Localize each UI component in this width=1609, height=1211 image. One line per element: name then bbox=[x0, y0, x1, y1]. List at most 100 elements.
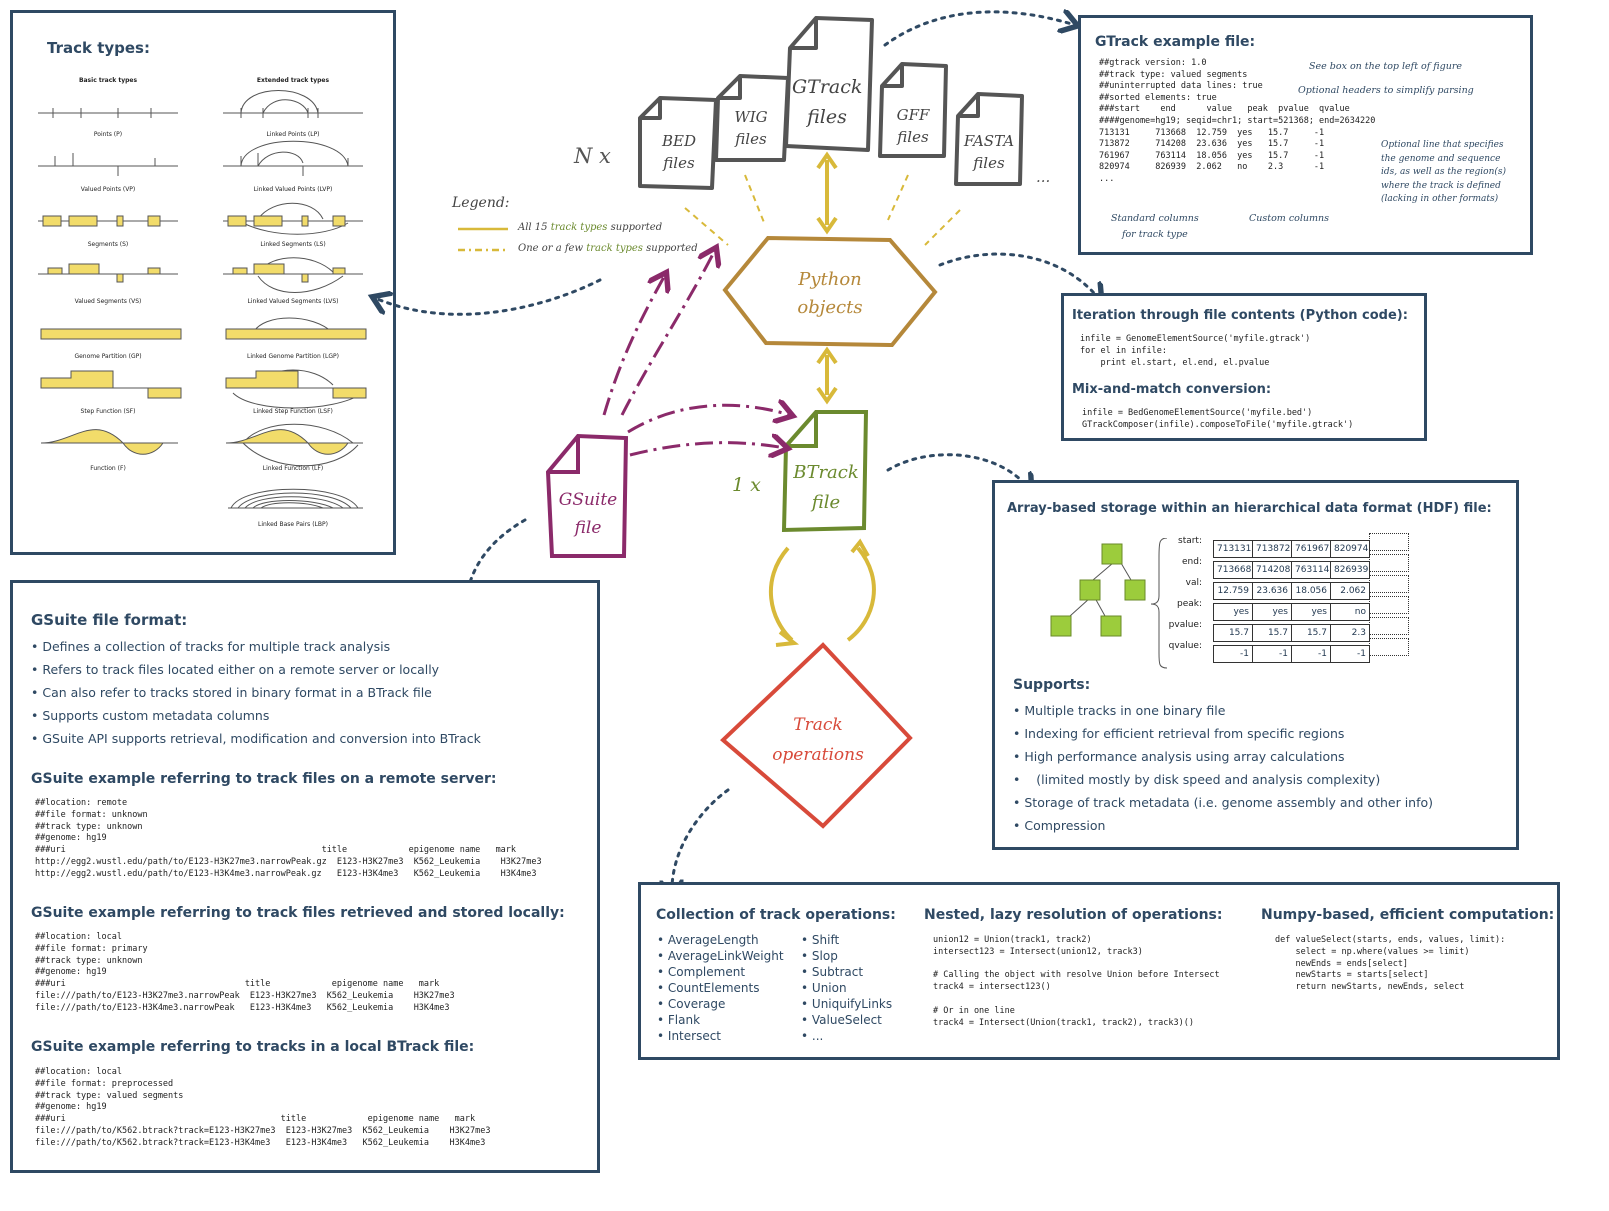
hdf-row: -1-1-1-1 bbox=[1213, 638, 1409, 663]
tree-node bbox=[1079, 579, 1101, 601]
ops-item: UniquifyLinks bbox=[801, 997, 892, 1013]
ops-item: Union bbox=[801, 981, 892, 997]
ops-label-1: Track bbox=[793, 715, 843, 735]
gtrack-example-code: ##gtrack version: 1.0 ##track type: valu… bbox=[1099, 58, 1376, 184]
extended-label: Linked Valued Points (LVP) bbox=[253, 186, 333, 193]
note-see-box: See box on the top left of figure bbox=[1309, 61, 1462, 72]
ops-item: Intersect bbox=[657, 1029, 784, 1045]
operations-panel: Collection of track operations: AverageL… bbox=[638, 882, 1560, 1060]
wig-label-2: files bbox=[735, 130, 767, 148]
one-times-label: 1 x bbox=[732, 474, 761, 496]
gsuite-bullet: Can also refer to tracks stored in binar… bbox=[31, 685, 481, 708]
gtrack-example-title: GTrack example file: bbox=[1095, 34, 1256, 50]
gsuite-bullets: Defines a collection of tracks for multi… bbox=[31, 639, 481, 754]
ops-item: ... bbox=[801, 1029, 892, 1045]
legend-solid: All 15 track types supported bbox=[518, 222, 662, 233]
extended-label: Linked Step Function (LSF) bbox=[253, 408, 333, 415]
gsuite-bullet: Supports custom metadata columns bbox=[31, 708, 481, 731]
tree-node bbox=[1100, 615, 1122, 637]
gtrack-label-1: GTrack bbox=[792, 76, 863, 98]
btrack-label-2: file bbox=[811, 492, 841, 513]
hdf-cell: -1 bbox=[1213, 645, 1253, 663]
hdf-cell-empty bbox=[1369, 575, 1409, 593]
track-types-title: Track types: bbox=[47, 39, 150, 57]
track-types-panel: Track types: Basic track types Extended … bbox=[10, 10, 396, 555]
ops-label-2: operations bbox=[772, 745, 864, 765]
ops-numpy-title: Numpy-based, efficient computation: bbox=[1261, 907, 1555, 923]
ops-item: Flank bbox=[657, 1013, 784, 1029]
hdf-row-label: val: bbox=[1185, 578, 1202, 588]
ops-item: CountElements bbox=[657, 981, 784, 997]
supports-item: (limited mostly by disk speed and analys… bbox=[1013, 772, 1433, 795]
ops-item: Slop bbox=[801, 949, 892, 965]
iteration-code: infile = GenomeElementSource('myfile.gtr… bbox=[1080, 334, 1311, 368]
basic-label: Valued Points (VP) bbox=[80, 186, 136, 193]
ops-item: Subtract bbox=[801, 965, 892, 981]
legend-solid-suffix: supported bbox=[607, 222, 663, 233]
tree-node bbox=[1124, 579, 1146, 601]
basic-header: Basic track types bbox=[78, 77, 138, 84]
iteration-title: Iteration through file contents (Python … bbox=[1072, 308, 1408, 323]
ops-item: Complement bbox=[657, 965, 784, 981]
hdf-row-label: end: bbox=[1182, 557, 1202, 567]
supports-item: Storage of track metadata (i.e. genome a… bbox=[1013, 795, 1433, 818]
gsuite-example-remote-title: GSuite example referring to track files … bbox=[31, 771, 497, 787]
wig-label: WIG files bbox=[724, 106, 778, 150]
tree-node bbox=[1050, 615, 1072, 637]
tree-node bbox=[1101, 543, 1123, 565]
basic-label: Function (F) bbox=[90, 465, 126, 472]
standard-columns-note: Standard columns for track type bbox=[1111, 213, 1199, 240]
hdf-panel: Array-based storage within an hierarchic… bbox=[992, 480, 1519, 850]
wig-label-1: WIG bbox=[734, 108, 768, 126]
hdf-cell: -1 bbox=[1330, 645, 1370, 663]
hdf-cell-empty bbox=[1369, 638, 1409, 656]
python-label-1: Python bbox=[798, 269, 862, 290]
track-types-glyphs bbox=[38, 90, 367, 509]
bed-label-2: files bbox=[663, 154, 695, 172]
legend-solid-colored: track types bbox=[550, 222, 608, 233]
note-optional-line: Optional line that specifies the genome … bbox=[1381, 140, 1507, 205]
basic-label: Step Function (SF) bbox=[80, 408, 136, 415]
note-optional-headers: Optional headers to simplify parsing bbox=[1298, 85, 1474, 96]
basic-label: Segments (S) bbox=[87, 241, 129, 248]
legend-solid-prefix: All 15 bbox=[518, 222, 551, 233]
fasta-label-1: FASTA bbox=[963, 132, 1015, 150]
hdf-cell: -1 bbox=[1291, 645, 1331, 663]
ops-numpy-code: def valueSelect(starts, ends, values, li… bbox=[1275, 935, 1506, 993]
gsuite-panel: GSuite file format: Defines a collection… bbox=[10, 580, 600, 1173]
btrack-label-1: BTrack bbox=[793, 462, 859, 483]
extended-label: Linked Genome Partition (LGP) bbox=[247, 353, 339, 360]
hdf-cell-empty bbox=[1369, 533, 1409, 551]
gtrack-label-2: files bbox=[807, 106, 847, 128]
basic-label: Genome Partition (GP) bbox=[74, 353, 142, 360]
hdf-row-label: start: bbox=[1178, 536, 1202, 546]
supports-item: Compression bbox=[1013, 818, 1433, 841]
gsuite-label: GSuite file bbox=[553, 486, 623, 542]
fasta-label-2: files bbox=[973, 154, 1005, 172]
extended-label: Linked Base Pairs (LBP) bbox=[258, 521, 328, 528]
n-times-label: N x bbox=[574, 144, 611, 168]
gsuite-label-2: file bbox=[574, 518, 602, 538]
ops-label: Track operations bbox=[763, 710, 873, 770]
gsuite-title: GSuite file format: bbox=[31, 611, 188, 629]
gtrack-label: GTrack files bbox=[792, 72, 862, 132]
ops-col2: Shift Slop Subtract Union UniquifyLinks … bbox=[801, 933, 892, 1045]
gsuite-bullet: Refers to track files located either on … bbox=[31, 662, 481, 685]
legend-dash: One or a few track types supported bbox=[518, 243, 698, 254]
hdf-tree-diagram bbox=[1050, 538, 1168, 669]
ops-item: Coverage bbox=[657, 997, 784, 1013]
legend-dash-prefix: One or a few bbox=[518, 243, 587, 254]
conversion-code: infile = BedGenomeElementSource('myfile.… bbox=[1082, 408, 1354, 430]
hdf-row-label: qvalue: bbox=[1168, 641, 1202, 651]
gsuite-label-1: GSuite bbox=[558, 490, 618, 510]
extended-label: Linked Points (LP) bbox=[266, 131, 320, 138]
hdf-cell-empty bbox=[1369, 554, 1409, 572]
hdf-row-label: peak: bbox=[1176, 599, 1202, 609]
extended-label: Linked Valued Segments (LVS) bbox=[247, 298, 339, 305]
hdf-cell-empty bbox=[1369, 596, 1409, 614]
